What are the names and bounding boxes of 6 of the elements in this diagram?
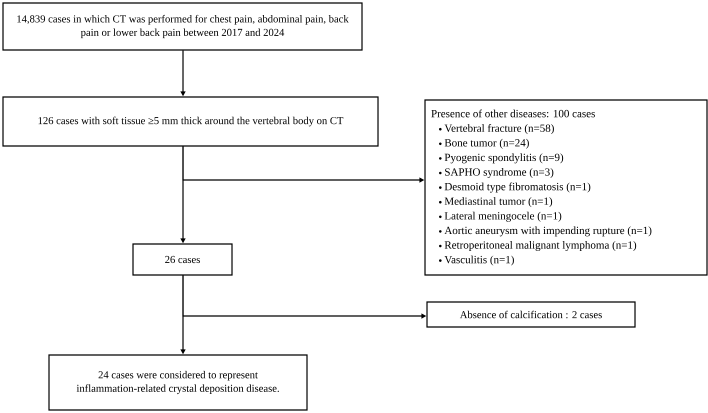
process-box: Absence of calcification : 2 cases [426,301,636,328]
process-box: 24 cases were considered to represent inflammation-related crystal deposition disease. [48,354,308,411]
process-box: 26 cases [132,243,233,276]
process-box: 14,839 cases in which CT was performed for chest pain, abdominal pain, back pain or lower back pain between 2017 and 2024 [2,2,363,51]
list-box: Presence of other diseases: 100 cases Vertebral fracture (n=58) Bone tumor (n=24) Pyogenic spondylitis (n=9) SAPHO syndrome (n=3) Desmoid type fibromatosis (n=1) Mediastinal tumor (n=1) Lateral meningocele (n=1) Aortic aneurysm with impending rupture (n=1) Retroperitoneal malignant lymphoma (n=1) Vasculitis (n=1) [424,99,708,276]
process-box: 126 cases with soft tissue ≥5 mm thick around the vertebral body on CT [2,96,379,147]
